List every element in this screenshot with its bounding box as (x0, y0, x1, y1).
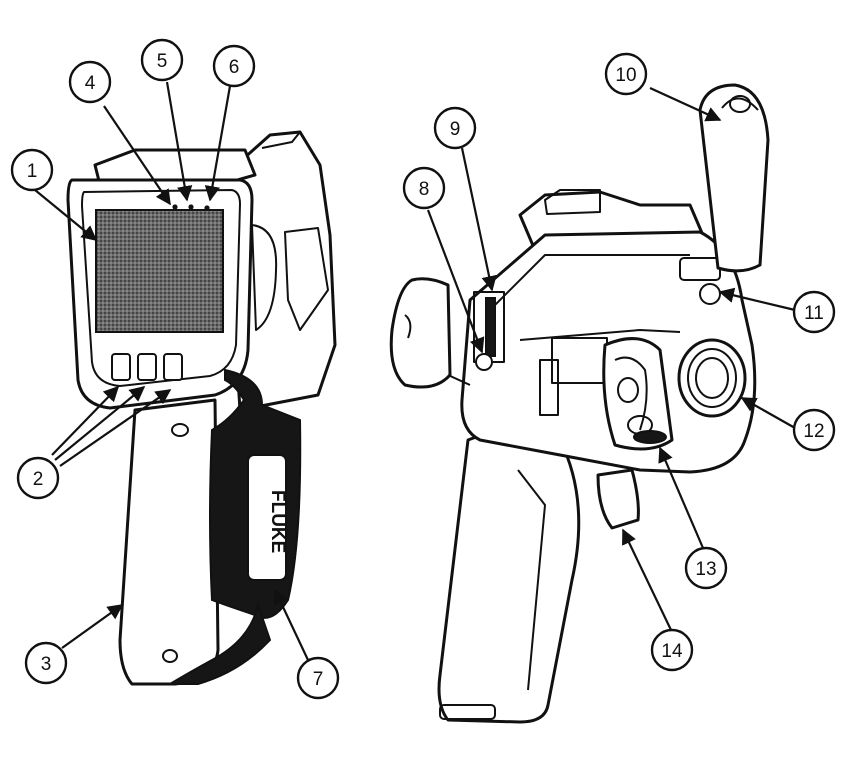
connector-port (475, 353, 493, 371)
rear-handle (437, 428, 581, 724)
lens-cap (698, 83, 770, 273)
indicator-light-3 (204, 205, 210, 211)
callout-3: 3 (24, 641, 68, 685)
front-view-camera: FLUKE (66, 130, 337, 686)
callout-number: 10 (615, 65, 636, 86)
callout-11: 11 (792, 290, 836, 334)
callout-number: 2 (33, 469, 44, 490)
port-door (389, 277, 452, 389)
callout-8: 8 (402, 166, 446, 210)
function-button-2 (137, 353, 157, 381)
callout-number: 13 (695, 559, 716, 580)
callout-number: 3 (41, 654, 52, 675)
callout-9: 9 (433, 106, 477, 150)
focus-thumbwheel (633, 430, 667, 444)
callout-2: 2 (16, 456, 60, 500)
lens-cap-latch (699, 283, 721, 305)
trigger (596, 468, 640, 530)
callout-13: 13 (684, 546, 728, 590)
indicator-light-2 (188, 204, 194, 210)
leader-lines (34, 81, 796, 661)
function-button-3 (163, 353, 183, 381)
callout-7: 7 (296, 656, 340, 700)
callout-4: 4 (68, 60, 112, 104)
callout-number: 7 (313, 669, 324, 690)
indicator-light-1 (172, 204, 178, 210)
callout-1: 1 (10, 148, 54, 192)
callout-12: 12 (792, 408, 836, 452)
callout-6: 6 (212, 44, 256, 88)
callout-number: 9 (450, 119, 461, 140)
callout-number: 14 (661, 641, 683, 662)
callout-number: 1 (27, 161, 38, 182)
callout-number: 5 (157, 51, 168, 72)
callout-number: 4 (85, 73, 96, 94)
lens-ring (677, 338, 747, 418)
strap-brand-text: FLUKE (267, 490, 288, 553)
callout-10: 10 (604, 52, 648, 96)
callout-5: 5 (140, 38, 184, 82)
rear-view-camera (389, 83, 770, 724)
front-handle (118, 398, 220, 686)
callout-number: 12 (803, 421, 824, 442)
callout-14: 14 (650, 628, 694, 672)
function-button-1 (111, 353, 131, 381)
strap-label (247, 454, 287, 581)
callout-number: 6 (229, 57, 240, 78)
callout-number: 11 (804, 303, 824, 324)
callout-number: 8 (419, 179, 430, 200)
display-screen (95, 209, 224, 333)
lens-cap-hinge (679, 257, 721, 281)
